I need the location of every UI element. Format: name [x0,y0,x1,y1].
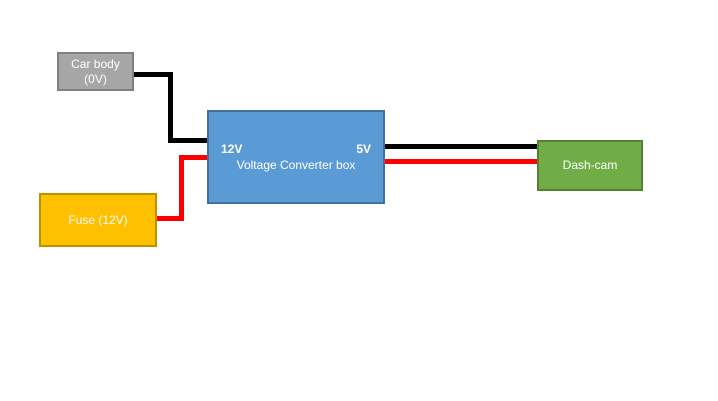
car-body-label: Car body (0V) [71,56,120,86]
ground-wire-carbody-vertical [168,72,173,143]
ground-wire-converter-to-dashcam [385,144,537,149]
fuse-node: Fuse (12V) [39,193,157,247]
car-body-node: Car body (0V) [57,52,134,91]
ground-wire-carbody-horizontal [133,72,173,77]
power-wire-converter-input [179,155,207,160]
converter-output-port-label: 5V [356,141,371,156]
converter-input-port-label: 12V [221,141,243,156]
dashcam-node: Dash-cam [537,140,643,191]
converter-port-labels: 12V 5V [209,142,383,157]
power-wire-fuse-vertical [179,155,184,221]
voltage-converter-node: 12V 5V Voltage Converter box [207,110,385,204]
ground-wire-converter-input [168,138,207,143]
power-wire-fuse-horizontal [157,216,184,221]
dashcam-label: Dash-cam [562,158,618,172]
fuse-label: Fuse (12V) [68,212,128,227]
converter-title-label: Voltage Converter box [236,157,356,172]
power-wire-converter-to-dashcam [385,159,537,164]
